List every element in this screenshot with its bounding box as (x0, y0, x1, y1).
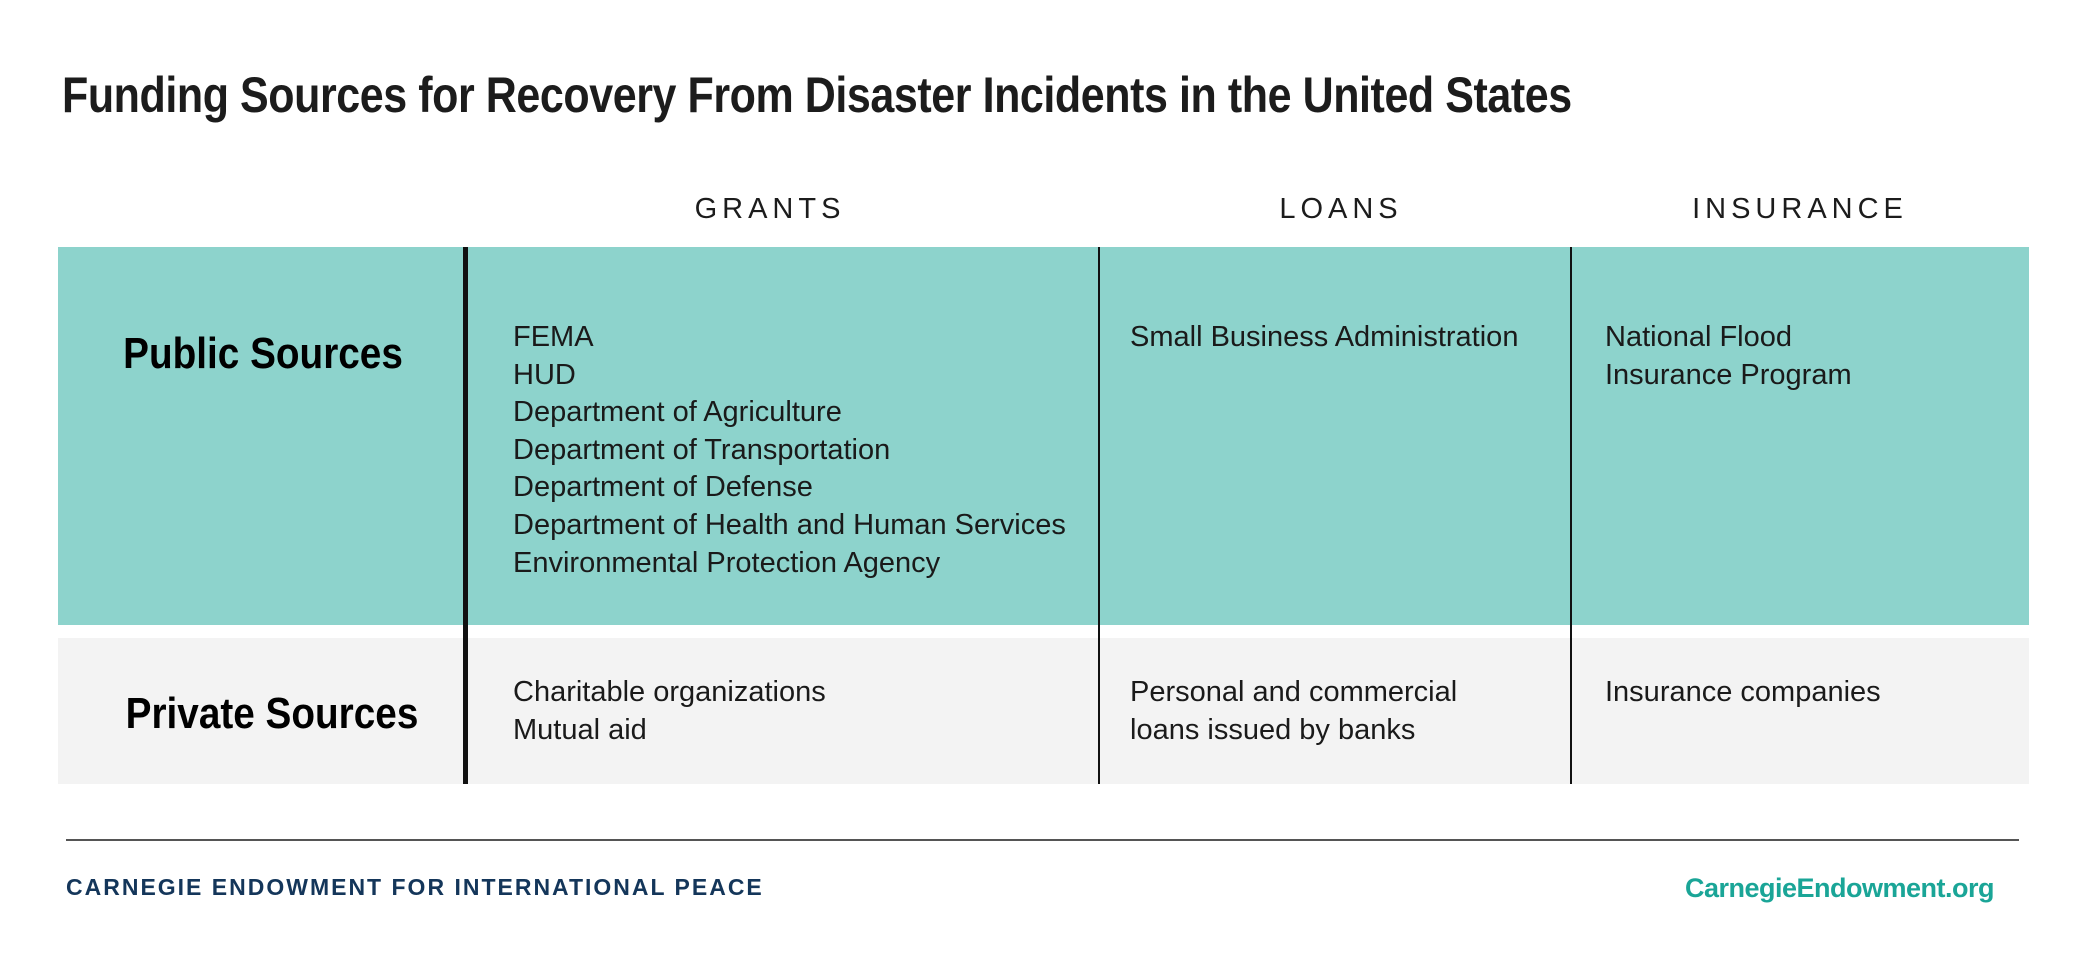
list-item: Mutual aid (513, 713, 647, 746)
private-insurance-list: Insurance companies (1605, 674, 1881, 712)
list-item: Insurance companies (1605, 676, 1881, 708)
column-header-insurance: INSURANCE (1692, 193, 1908, 225)
list-item: Department of Transportation (513, 433, 891, 466)
public-insurance-list: National Flood Insurance Program (1605, 319, 1852, 394)
column-divider (1098, 247, 1100, 784)
column-header-loans: LOANS (1279, 193, 1403, 225)
public-sources-row (58, 247, 2029, 625)
organization-name: CARNEGIE ENDOWMENT FOR INTERNATIONAL PEA… (66, 874, 764, 900)
list-item: Department of Health and Human Services (513, 508, 1066, 541)
list-item: Personal and commercial (1130, 676, 1458, 708)
website-link[interactable]: CarnegieEndowment.org (1684, 873, 1995, 903)
public-loans-list: Small Business Administration (1130, 319, 1518, 357)
footer-divider (66, 839, 2019, 841)
list-item: loans issued by banks (1130, 713, 1416, 746)
list-item: Department of Agriculture (513, 396, 842, 429)
list-item: FEMA (513, 321, 594, 353)
list-item: Charitable organizations (513, 676, 826, 708)
private-loans-list: Personal and commercial loans issued by … (1130, 674, 1457, 749)
list-item: Environmental Protection Agency (513, 546, 941, 579)
private-sources-row (58, 638, 2029, 784)
list-item: Department of Defense (513, 471, 813, 504)
list-item: HUD (513, 358, 576, 391)
public-grants-list: FEMA HUD Department of Agriculture Depar… (513, 319, 1066, 582)
column-header-grants: GRANTS (694, 193, 846, 225)
row-header-divider (463, 247, 468, 784)
column-divider (1570, 247, 1572, 784)
list-item: National Flood (1605, 321, 1792, 353)
row-label-private: Private Sources (125, 689, 419, 738)
list-item: Small Business Administration (1130, 321, 1519, 353)
page-title: Funding Sources for Recovery From Disast… (62, 67, 1572, 123)
private-grants-list: Charitable organizations Mutual aid (513, 674, 826, 749)
row-label-public: Public Sources (123, 329, 403, 378)
list-item: Insurance Program (1605, 358, 1852, 391)
